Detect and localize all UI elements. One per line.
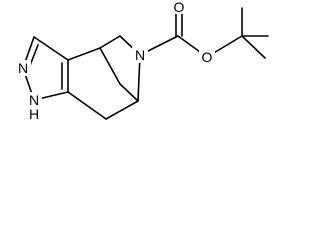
bicyclic-framework	[67, 35, 141, 120]
atom-label-o-ester: O	[202, 49, 213, 65]
atom-label-o-carbonyl: O	[174, 0, 185, 15]
atom-n-bridge: N	[132, 47, 148, 63]
structure-canvas: N N H N O O	[15, 0, 269, 122]
bond-c4-cbridge	[99, 47, 121, 85]
bond-c8-c7a	[67, 91, 107, 120]
atom-n1h: N H	[26, 92, 42, 122]
atom-n2: N	[15, 60, 31, 76]
atom-o-ester: O	[199, 49, 215, 65]
bond-cbridge-cbh-bottom	[119, 83, 139, 102]
bond-ch-c3a	[33, 36, 69, 61]
bond-cquat-me-bottom	[241, 35, 266, 59]
atom-label-n-bridge: N	[135, 47, 145, 63]
bond-c4-cbh-top	[99, 35, 121, 49]
atom-label-n1: N	[29, 92, 39, 108]
atom-o-carbonyl: O	[171, 0, 187, 15]
bond-cbh-bottom-c8	[105, 100, 139, 120]
bond-c3a-c4	[67, 47, 101, 61]
atom-label-h: H	[29, 106, 39, 122]
atom-label-n2: N	[18, 60, 28, 76]
chemical-structure: N N H N O O	[15, 0, 269, 122]
